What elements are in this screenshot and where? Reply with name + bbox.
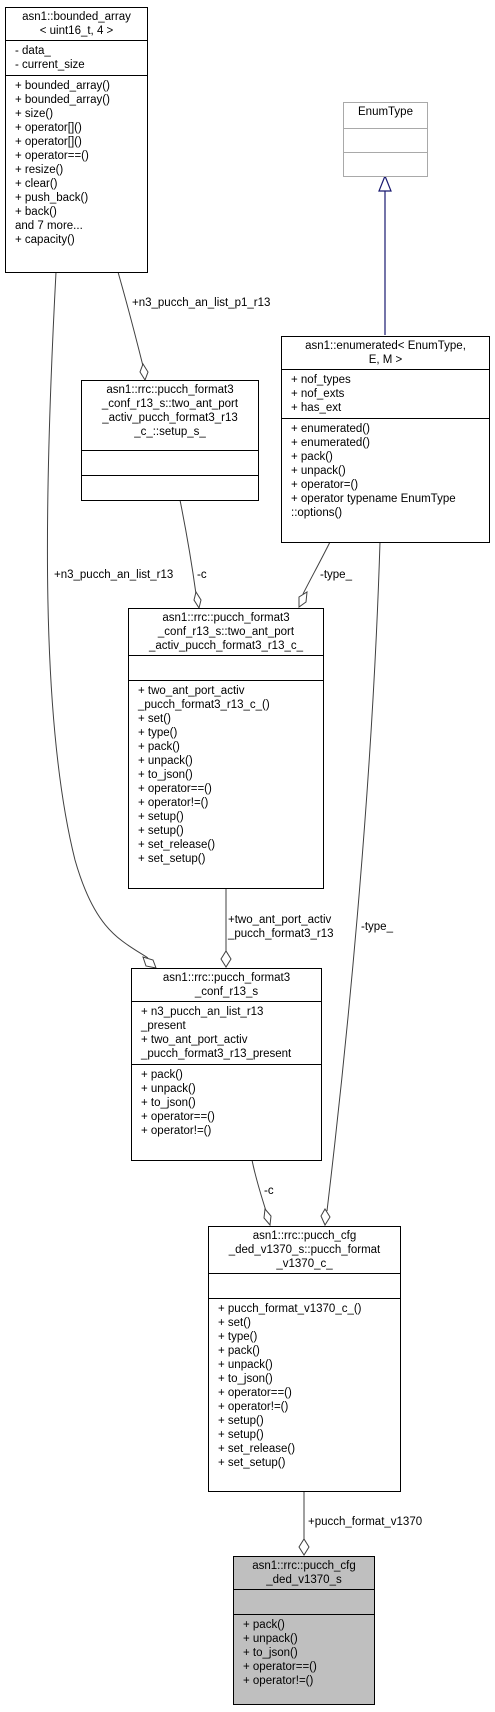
class-attributes: + n3_pucch_an_list_r13 _present + two_an… <box>132 1001 321 1064</box>
class-title: asn1::rrc::pucch_format3 _conf_r13_s::tw… <box>101 384 239 438</box>
edge-setup-to-two-ant <box>179 499 197 595</box>
edge-enumerated-to-two-ant <box>302 541 331 595</box>
edge-label-type-v1370: -type_ <box>361 921 393 933</box>
class-attributes: - data_ - current_size <box>6 40 147 75</box>
aggregation-diamond <box>193 590 202 610</box>
aggregation-diamond <box>142 956 157 969</box>
class-attributes <box>129 655 323 680</box>
edge-format3-conf-to-format-v1370 <box>251 1159 267 1212</box>
edge-label-type-enum: -type_ <box>320 569 352 581</box>
class-format3-conf[interactable]: asn1::rrc::pucch_format3 _conf_r13_s + n… <box>131 968 322 1161</box>
edge-bounded-to-format3-conf <box>46 271 149 959</box>
class-title: asn1::rrc::pucch_cfg _ded_v1370_s <box>252 1560 356 1586</box>
class-methods <box>344 152 427 176</box>
edge-bounded-to-setup <box>117 271 144 367</box>
class-methods <box>82 475 258 500</box>
class-attributes <box>209 1273 400 1298</box>
class-methods: + pucch_format_v1370_c_() + set() + type… <box>209 1298 400 1473</box>
class-attributes <box>234 1589 374 1614</box>
class-format-v1370-c[interactable]: asn1::rrc::pucch_cfg _ded_v1370_s::pucch… <box>208 1226 401 1492</box>
edge-label-two-ant: +two_ant_port_activ _pucch_format3_r13 <box>228 914 334 940</box>
edge-label-n3-list: +n3_pucch_an_list_r13 <box>54 569 174 581</box>
aggregation-diamond <box>320 1208 331 1227</box>
class-methods: + pack() + unpack() + to_json() + operat… <box>234 1614 374 1691</box>
aggregation-diamond <box>263 1207 272 1227</box>
class-attributes <box>344 128 427 152</box>
class-title: EnumType <box>358 106 413 118</box>
inheritance-arrow <box>378 174 392 192</box>
class-bounded-array[interactable]: asn1::bounded_array < uint16_t, 4 > - da… <box>5 7 148 273</box>
class-methods: + two_ant_port_activ _pucch_format3_r13_… <box>129 680 323 869</box>
class-enumtype[interactable]: EnumType <box>343 102 428 177</box>
class-title: asn1::rrc::pucch_cfg _ded_v1370_s::pucch… <box>228 1230 381 1270</box>
class-methods: + bounded_array() + bounded_array() + si… <box>6 75 147 250</box>
class-methods: + pack() + unpack() + to_json() + operat… <box>132 1064 321 1141</box>
class-two-ant-c[interactable]: asn1::rrc::pucch_format3 _conf_r13_s::tw… <box>128 608 324 889</box>
edge-enumerated-to-format-v1370 <box>326 541 381 1212</box>
class-attributes: + nof_types + nof_exts + has_ext <box>282 369 489 418</box>
aggregation-diamond <box>139 362 149 382</box>
edge-label-c-conf: -c <box>264 1185 274 1197</box>
class-setup-s[interactable]: asn1::rrc::pucch_format3 _conf_r13_s::tw… <box>81 380 259 501</box>
edge-label-c-setup: -c <box>197 569 207 581</box>
aggregation-diamond <box>298 591 308 608</box>
class-title: asn1::rrc::pucch_format3 _conf_r13_s::tw… <box>148 612 304 652</box>
class-title: asn1::rrc::pucch_format3 _conf_r13_s <box>162 972 291 998</box>
aggregation-diamond <box>298 1538 310 1556</box>
edge-label-pucch-format: +pucch_format_v1370 <box>308 1516 423 1528</box>
class-enumerated[interactable]: asn1::enumerated< EnumType, E, M > + nof… <box>281 336 490 543</box>
aggregation-diamond <box>220 950 232 968</box>
class-attributes <box>82 450 258 475</box>
class-title: asn1::enumerated< EnumType, E, M > <box>305 340 466 366</box>
class-methods: + enumerated() + enumerated() + pack() +… <box>282 418 489 523</box>
class-title: asn1::bounded_array < uint16_t, 4 > <box>22 11 131 37</box>
class-cfg-ded-v1370[interactable]: asn1::rrc::pucch_cfg _ded_v1370_s + pack… <box>233 1556 375 1705</box>
edge-label-n3-p1: +n3_pucch_an_list_p1_r13 <box>132 297 271 309</box>
